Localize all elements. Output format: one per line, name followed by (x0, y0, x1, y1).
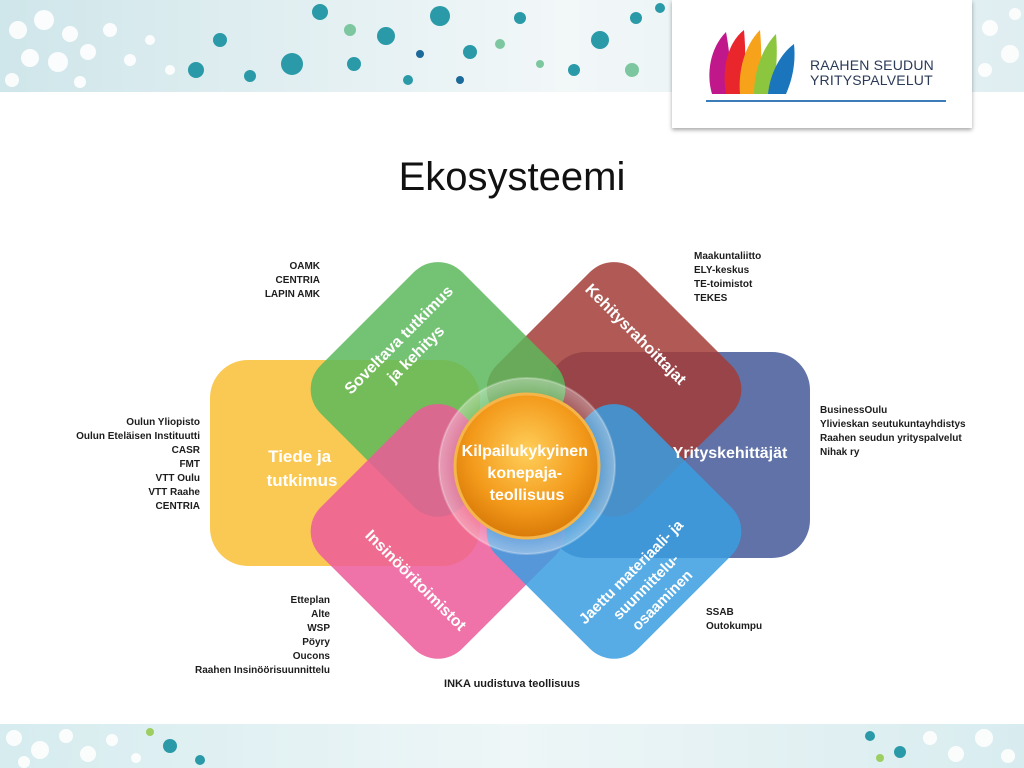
list-item: Ylivieskan seutukuntayhdistys (820, 419, 966, 430)
list-item: CENTRIA (155, 501, 200, 512)
list-item: CENTRIA (275, 275, 320, 286)
list-bottom-right: SSAB Outokumpu (706, 606, 762, 634)
dots-pattern-bottom (6, 728, 1015, 768)
petal-tiede-label: Tiede ja tutkimus (267, 447, 338, 490)
diagram-caption: INKA uudistuva teollisuus (444, 678, 580, 690)
logo-line-1: RAAHEN SEUDUN (810, 57, 934, 73)
list-item: FMT (179, 459, 200, 470)
list-item: Raahen Insinöörisuunnittelu (194, 665, 330, 676)
list-item: Pöyry (302, 637, 330, 648)
list-item: Oulun Yliopisto (126, 417, 200, 428)
list-item: CASR (171, 445, 200, 456)
list-item: Maakuntaliitto (694, 251, 762, 262)
bottom-decorative-band (0, 724, 1024, 768)
list-item: SSAB (706, 607, 734, 618)
petal-yrityskehittajat-label: Yrityskehittäjät (673, 445, 788, 462)
list-item: VTT Raahe (148, 487, 200, 498)
list-item: OAMK (289, 261, 320, 272)
list-item: VTT Oulu (155, 473, 200, 484)
list-item: LAPIN AMK (264, 289, 320, 300)
list-left: Oulun Yliopisto Oulun Eteläisen Instituu… (40, 416, 200, 514)
list-right: BusinessOulu Ylivieskan seutukuntayhdist… (820, 404, 966, 460)
list-item: Raahen seudun yrityspalvelut (820, 433, 962, 444)
list-item: TE-toimistot (694, 279, 753, 290)
center-circle (453, 392, 601, 540)
list-item: Nihak ry (820, 447, 860, 458)
logo-underline (706, 100, 946, 102)
list-item: BusinessOulu (820, 405, 888, 416)
logo-card: RAAHEN SEUDUN YRITYSPALVELUT (672, 0, 972, 128)
logo-sails-icon (709, 30, 795, 94)
list-top-left: OAMK CENTRIA LAPIN AMK (230, 260, 320, 302)
list-bottom-left: Etteplan Alte WSP Pöyry Oucons Raahen In… (160, 594, 330, 678)
list-item: Alte (311, 609, 330, 620)
list-item: ELY-keskus (694, 265, 750, 276)
list-item: Oulun Eteläisen Instituutti (76, 431, 200, 442)
center-label: Kilpailukykyinen konepaja- teollisuus (462, 443, 593, 504)
logo-line-2: YRITYSPALVELUT (810, 72, 933, 88)
dots-pattern-top (5, 3, 1021, 88)
list-item: Etteplan (290, 595, 330, 606)
list-top-right: Maakuntaliitto ELY-keskus TE-toimistot T… (694, 250, 761, 306)
logo-wordmark: RAAHEN SEUDUN YRITYSPALVELUT (810, 58, 934, 88)
slide-title: Ekosysteemi (398, 155, 626, 199)
list-item: Outokumpu (706, 621, 763, 632)
list-item: Oucons (292, 651, 330, 662)
list-item: TEKES (694, 293, 728, 304)
list-item: WSP (307, 623, 330, 634)
